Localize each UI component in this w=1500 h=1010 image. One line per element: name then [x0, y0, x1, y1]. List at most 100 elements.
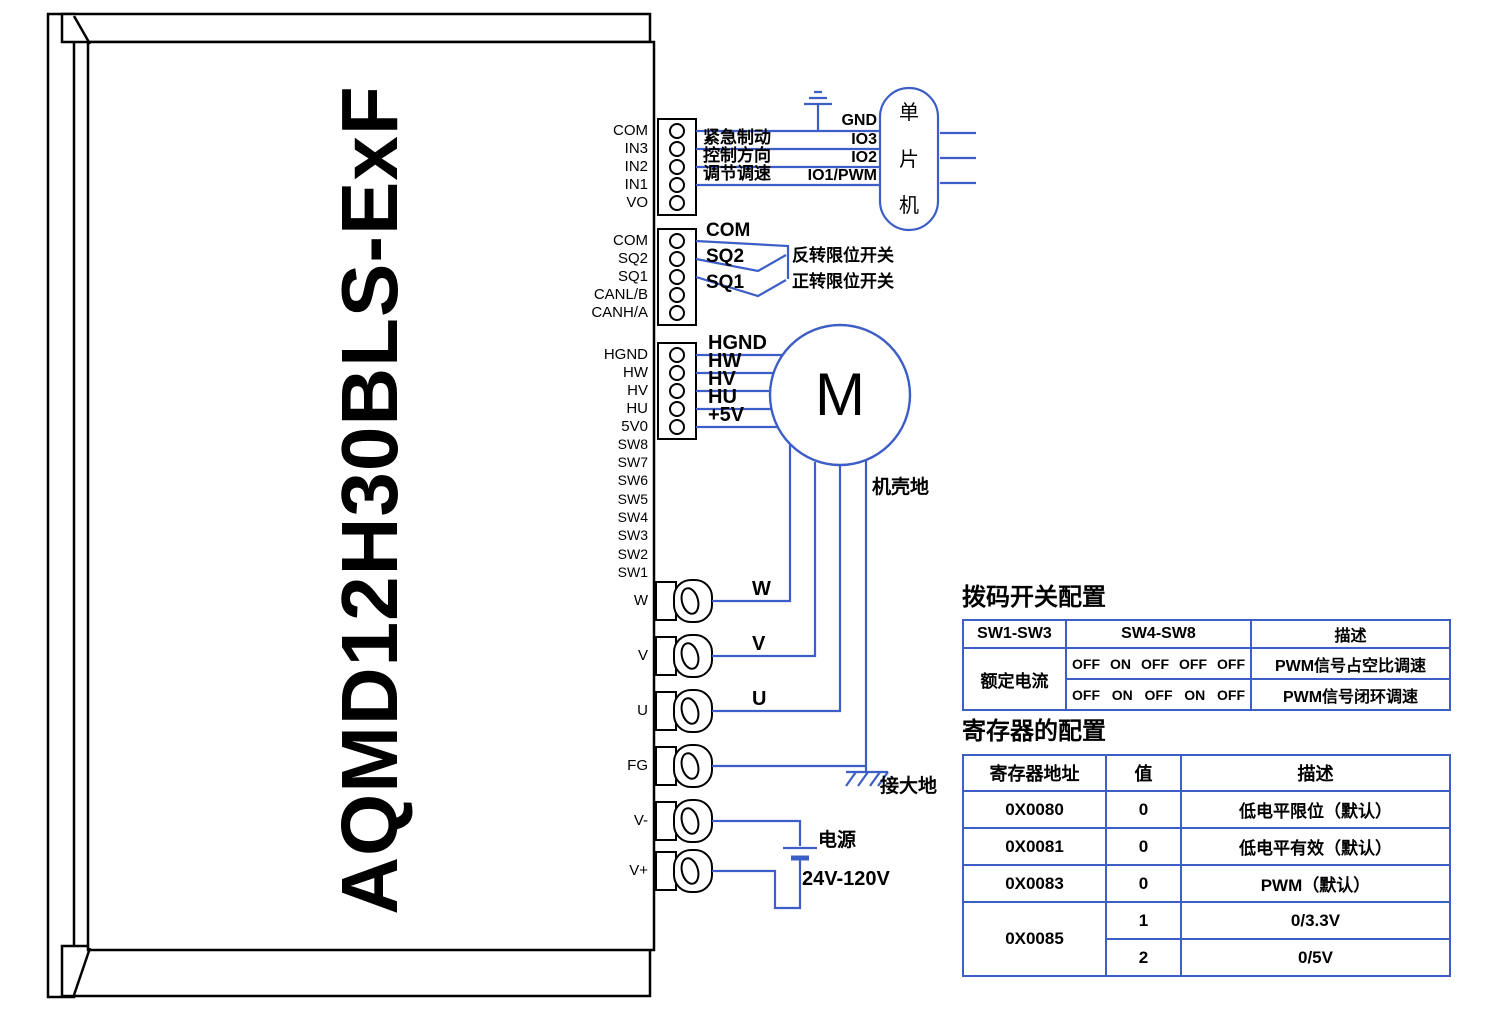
mcu-name-char: 机: [899, 195, 919, 217]
reg-val: 0: [1105, 864, 1182, 903]
reverse-limit-switch-label: 反转限位开关: [792, 246, 894, 265]
pin-label-in1: IN1: [624, 176, 648, 193]
sw-value: ON: [1110, 655, 1131, 672]
pin-label-sw7: SW7: [617, 454, 648, 470]
motor-symbol: M: [815, 361, 865, 428]
power-lug-terminals: [655, 579, 713, 893]
hall-hu-label: HU: [708, 386, 737, 408]
hall-hw-label: HW: [708, 350, 742, 372]
sw-value: ON: [1111, 686, 1133, 703]
reg-desc: 0/3.3V: [1180, 901, 1451, 940]
sw-value: ON: [1184, 686, 1206, 703]
pin-label-in3: IN3: [624, 140, 648, 157]
sw-value: OFF: [1144, 686, 1173, 703]
reg-val: 0: [1105, 790, 1182, 829]
reg-addr: 0X0085: [962, 901, 1107, 977]
reg-val: 0: [1105, 827, 1182, 866]
dip-header-desc: 描述: [1250, 619, 1451, 649]
dip-header-sw13: SW1-SW3: [962, 619, 1067, 649]
hall-hv-label: HV: [708, 368, 736, 390]
reg-val: 2: [1105, 938, 1182, 977]
pin-label-com1: COM: [613, 122, 648, 139]
dip-row-label: 额定电流: [962, 647, 1067, 711]
earth-ground-label: 接大地: [880, 776, 938, 797]
pin-label-hgnd: HGND: [603, 346, 648, 363]
sw-value: OFF: [1217, 655, 1245, 672]
reg-addr: 0X0083: [962, 864, 1107, 903]
forward-limit-switch-label: 正转限位开关: [792, 272, 894, 291]
pin-label-sw6: SW6: [617, 472, 648, 488]
pin-label-hv: HV: [627, 382, 648, 399]
sq2-switch-symbol: [695, 254, 787, 273]
pin-label-5v0: 5V0: [621, 418, 648, 435]
pin-label-hw: HW: [623, 364, 648, 381]
mcu-io2-label: IO2: [851, 149, 877, 166]
limit-sq1-label: SQ1: [706, 272, 745, 293]
wires: [695, 90, 976, 910]
sw-value: OFF: [1179, 655, 1207, 672]
signal-ground-symbol: [804, 90, 832, 131]
sw-value: OFF: [1072, 686, 1100, 703]
sq1-switch-symbol: [695, 275, 787, 298]
dip-desc-row1: PWM信号占空比调速: [1250, 647, 1451, 680]
mcu-io3-label: IO3: [851, 131, 877, 148]
pin-label-vplus: V+: [629, 862, 648, 879]
device-model-label: AQMD12H30BLS-ExF: [325, 85, 414, 915]
reg-header-desc: 描述: [1180, 754, 1451, 792]
reg-desc: PWM（默认）: [1180, 864, 1451, 903]
sw-value: OFF: [1072, 655, 1100, 672]
dip-switch-table: SW1-SW3 SW4-SW8 描述 额定电流 OFF ON OFF OFF O…: [962, 619, 1451, 711]
dip-table-title: 拨码开关配置: [962, 584, 1106, 611]
pin-label-canlb: CANL/B: [593, 286, 648, 303]
dip-header-sw48: SW4-SW8: [1065, 619, 1252, 649]
mcu-name-char: 片: [899, 148, 919, 171]
pin-label-hu: HU: [626, 400, 648, 417]
dip-sw-values-row2: OFF ON OFF ON OFF: [1065, 678, 1252, 711]
pin-label-w: W: [633, 592, 648, 609]
pin-label-canha: CANH/A: [591, 304, 648, 321]
pin-label-com2: COM: [613, 232, 648, 249]
pin-label-sq1: SQ1: [617, 268, 648, 285]
reg-addr: 0X0080: [962, 790, 1107, 829]
motor-circle: [768, 323, 912, 467]
power-supply-label: 电源: [818, 830, 857, 851]
phase-v-label: V: [752, 633, 766, 655]
dip-sw-values-row1: OFF ON OFF OFF OFF: [1065, 647, 1252, 680]
pin-label-in2: IN2: [624, 158, 648, 175]
signal-terminal-blocks: [657, 118, 697, 440]
pin-label-vminus: V-: [633, 812, 648, 829]
pin-label-v: V: [637, 647, 648, 664]
pin-label-sw5: SW5: [617, 491, 648, 507]
hall-5v-label: +5V: [708, 404, 745, 426]
device-outline: [46, 12, 656, 999]
reg-desc: 0/5V: [1180, 938, 1451, 977]
reg-desc: 低电平限位（默认）: [1180, 790, 1451, 829]
pin-label-sw8: SW8: [617, 436, 648, 452]
mcu-name: 单 片 机: [882, 102, 936, 218]
pin-label-vo: VO: [626, 194, 648, 211]
signal-speed-label: 调节调速: [703, 164, 771, 183]
mcu-outline: [878, 86, 940, 232]
pin-label-sw2: SW2: [617, 546, 648, 562]
reg-table-title: 寄存器的配置: [962, 718, 1106, 745]
phase-w-label: W: [752, 578, 771, 600]
mcu-gnd-label: GND: [841, 112, 877, 129]
reg-val: 1: [1105, 901, 1182, 940]
reg-header-addr: 寄存器地址: [962, 754, 1107, 792]
mcu-name-char: 单: [899, 102, 919, 124]
limit-sq2-label: SQ2: [706, 246, 745, 267]
limit-com-label: COM: [706, 220, 751, 241]
hall-hgnd-label: HGND: [708, 332, 767, 354]
dip-desc-row2: PWM信号闭环调速: [1250, 678, 1451, 711]
sw-value: OFF: [1141, 655, 1169, 672]
pin-label-fg: FG: [627, 757, 648, 774]
pin-label-u: U: [637, 702, 648, 719]
power-supply-voltage: 24V-120V: [802, 868, 890, 890]
mcu-io1-pwm-label: IO1/PWM: [807, 167, 877, 184]
phase-u-label: U: [752, 688, 767, 710]
pin-label-sw3: SW3: [617, 527, 648, 543]
register-table: 寄存器地址 值 描述 0X0080 0 低电平限位（默认） 0X0081 0 低…: [962, 754, 1451, 977]
pin-label-sq2: SQ2: [617, 250, 648, 267]
